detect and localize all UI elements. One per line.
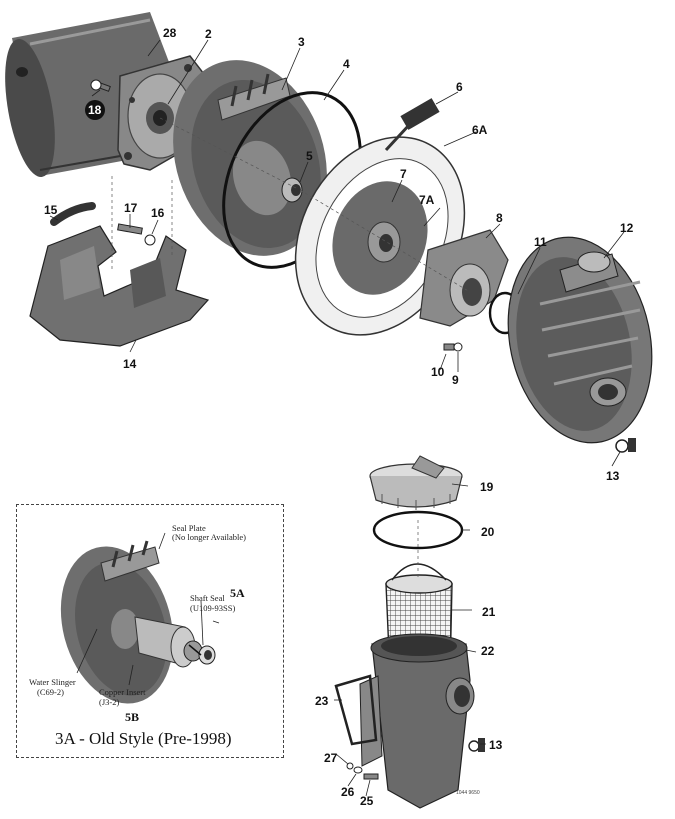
callout-13-pot: 13 — [489, 738, 503, 752]
callout-18: 18 — [88, 103, 102, 117]
callout-7a: 7A — [419, 193, 435, 207]
callout-13-body: 13 — [606, 469, 620, 483]
leader-lines — [49, 39, 625, 797]
lid-o-ring — [372, 510, 464, 550]
shaft-seal-part: (U109-93SS) — [190, 603, 236, 613]
inset-title: 3A - Old Style (Pre-1998) — [55, 729, 232, 748]
callout-22: 22 — [481, 644, 495, 658]
callout-5: 5 — [306, 149, 313, 163]
callout-15: 15 — [44, 203, 58, 217]
drain-plug — [615, 438, 636, 453]
callout-6a: 6A — [472, 123, 488, 137]
drawing-code: 1044 9650 — [456, 790, 480, 796]
water-slinger-part: (C69-2) — [37, 687, 64, 697]
pump-body — [507, 236, 653, 444]
copper-insert-part: (J3-2) — [99, 697, 120, 707]
callout-20: 20 — [481, 525, 495, 539]
motor-support-base — [29, 225, 210, 347]
callout-5b: 5B — [125, 710, 140, 724]
callout-11: 11 — [534, 235, 547, 249]
callout-28: 28 — [163, 26, 177, 40]
callout-2: 2 — [205, 27, 212, 41]
copper-insert-label: Copper Insert — [99, 687, 146, 697]
pot-drain-plug — [468, 738, 485, 752]
callout-17: 17 — [124, 201, 138, 215]
callout-8: 8 — [496, 211, 503, 225]
strainer-pot — [359, 633, 475, 809]
motor-strap — [50, 202, 96, 226]
callout-26: 26 — [341, 785, 355, 799]
callout-27: 27 — [324, 751, 338, 765]
old-style-inset: Seal Plate (No longer Available) 5A Shaf… — [16, 504, 284, 758]
callout-25: 25 — [360, 794, 374, 808]
diffuser — [419, 229, 509, 327]
pot-gasket — [334, 674, 378, 746]
callout-4: 4 — [343, 57, 350, 71]
callout-3: 3 — [298, 35, 305, 49]
callout-9: 9 — [452, 373, 459, 387]
wire-connector — [384, 98, 440, 152]
alignment-lines — [111, 117, 471, 580]
diffuser-screw — [443, 342, 463, 352]
pot-bolt-set — [346, 762, 379, 780]
callout-5a: 5A — [230, 586, 245, 600]
seal-plate-label: Seal Plate — [172, 523, 206, 533]
callout-7: 7 — [400, 167, 407, 181]
motor-bolt — [90, 79, 111, 92]
callout-14: 14 — [123, 357, 137, 371]
shaft-seal — [281, 177, 303, 203]
callout-16: 16 — [151, 206, 165, 220]
shaft-seal-label: Shaft Seal — [190, 593, 225, 603]
callout-bubble-18 — [85, 100, 105, 120]
callout-6: 6 — [456, 80, 463, 94]
callout-19: 19 — [480, 480, 494, 494]
seal-plate-note: (No longer Available) — [172, 532, 246, 542]
strainer-lid — [369, 455, 463, 510]
callout-10: 10 — [431, 365, 445, 379]
old-style-seal-plate-drawing — [60, 532, 220, 704]
callout-21: 21 — [482, 605, 496, 619]
impeller — [332, 181, 428, 295]
callout-23: 23 — [315, 694, 329, 708]
water-slinger-label: Water Slinger — [29, 677, 76, 687]
callout-12: 12 — [620, 221, 634, 235]
support-bolt — [117, 223, 156, 246]
